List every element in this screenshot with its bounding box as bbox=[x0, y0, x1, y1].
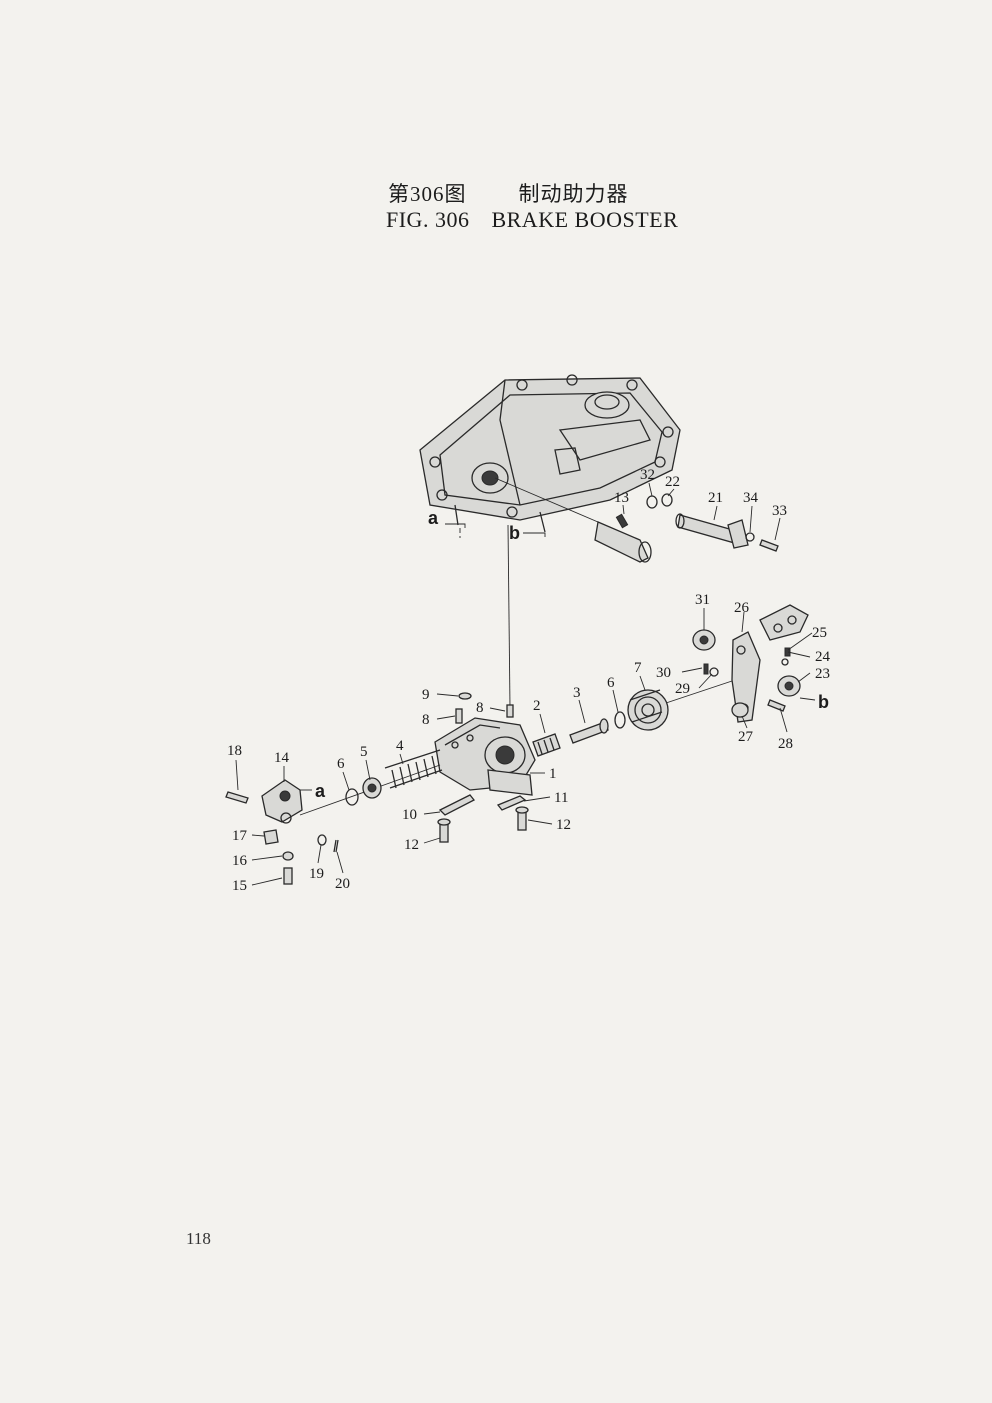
callout-3: 3 bbox=[573, 685, 581, 701]
callout-12: 12 bbox=[404, 837, 419, 853]
upper-right-parts bbox=[494, 477, 779, 563]
callout-30: 30 bbox=[656, 665, 671, 681]
callout-27: 27 bbox=[738, 729, 754, 745]
spring-part-4 bbox=[299, 749, 443, 816]
callout-18: 18 bbox=[227, 743, 242, 759]
callout-33: 33 bbox=[772, 503, 787, 519]
callout-19: 19 bbox=[309, 866, 324, 882]
reference-letter-a: a bbox=[315, 781, 326, 801]
callout-23: 23 bbox=[815, 666, 830, 682]
lever-assembly bbox=[692, 604, 809, 723]
callout-2: 2 bbox=[533, 698, 541, 714]
callout-8: 8 bbox=[422, 712, 430, 728]
callout-14: 14 bbox=[274, 750, 290, 766]
callout-1: 1 bbox=[549, 766, 557, 782]
callout-labels: 1 2 3 4 5 6 6 7 8 8 9 10 11 12 12 13 14 … bbox=[227, 467, 831, 894]
callout-21: 21 bbox=[708, 490, 723, 506]
figure-name-cn: 制动助力器 bbox=[518, 182, 629, 206]
callout-12: 12 bbox=[556, 817, 571, 833]
callout-24: 24 bbox=[815, 649, 831, 665]
housing-drawing bbox=[419, 374, 681, 533]
reference-letter-a: a bbox=[428, 508, 439, 528]
callout-26: 26 bbox=[734, 600, 750, 616]
callout-4: 4 bbox=[396, 738, 404, 754]
callout-16: 16 bbox=[232, 853, 248, 869]
callout-25: 25 bbox=[812, 625, 827, 641]
figure-number-cn: 第306图 bbox=[388, 182, 467, 206]
callout-11: 11 bbox=[554, 790, 568, 806]
callout-7: 7 bbox=[634, 660, 642, 676]
callout-15: 15 bbox=[232, 878, 247, 894]
page-number: 118 bbox=[186, 1229, 211, 1248]
callout-13: 13 bbox=[614, 490, 629, 506]
callout-34: 34 bbox=[743, 490, 759, 506]
reference-letter-b: b bbox=[818, 692, 829, 712]
callout-8: 8 bbox=[476, 700, 484, 716]
figure-title-english: FIG. 306 BRAKE BOOSTER bbox=[386, 207, 678, 233]
callout-28: 28 bbox=[778, 736, 793, 752]
callout-6: 6 bbox=[607, 675, 615, 691]
reference-letter-b: b bbox=[509, 523, 520, 543]
callout-5: 5 bbox=[360, 744, 368, 760]
body-part-1 bbox=[434, 717, 536, 796]
callout-32: 32 bbox=[640, 467, 655, 483]
left-parts bbox=[225, 779, 339, 885]
figure-number-en: FIG. 306 bbox=[386, 207, 470, 232]
callout-22: 22 bbox=[665, 474, 680, 490]
figure-name-en: BRAKE BOOSTER bbox=[491, 207, 679, 232]
leader-lines bbox=[235, 482, 816, 886]
figure-title-chinese: 第306图 制动助力器 bbox=[388, 178, 629, 208]
callout-17: 17 bbox=[232, 828, 248, 844]
callout-29: 29 bbox=[675, 681, 690, 697]
diaphragm-part-7 bbox=[627, 679, 736, 731]
callout-9: 9 bbox=[422, 687, 430, 703]
callout-6: 6 bbox=[337, 756, 345, 772]
callout-10: 10 bbox=[402, 807, 417, 823]
callout-31: 31 bbox=[695, 592, 710, 608]
callout-20: 20 bbox=[335, 876, 350, 892]
